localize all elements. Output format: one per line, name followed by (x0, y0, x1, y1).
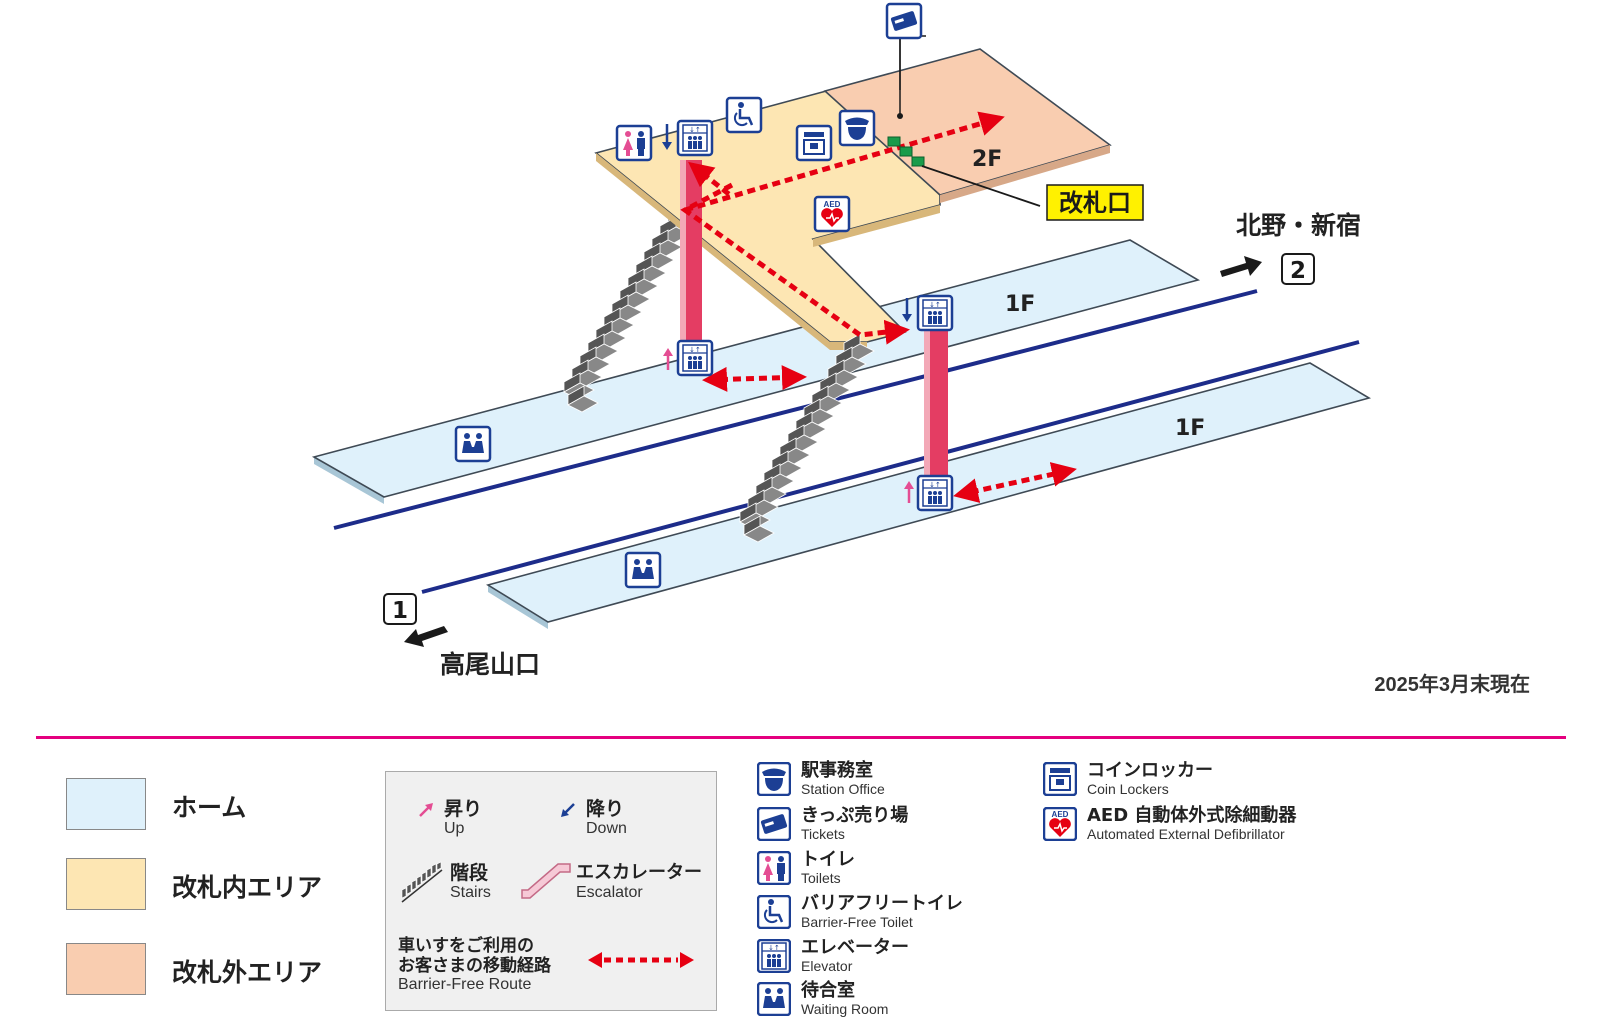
legend-elevator-jp: エレベーター (801, 937, 909, 958)
direction-down-arrow-icon (404, 626, 448, 647)
legend-escalator-en: Escalator (576, 884, 643, 901)
as-of-date: 2025年3月末現在 (1374, 674, 1530, 696)
station-office-icon (757, 762, 791, 796)
legend-stairs-en: Stairs (450, 884, 491, 901)
legend-coin-lockers-en: Coin Lockers (1087, 781, 1169, 797)
legend-toilets-en: Toilets (801, 870, 841, 886)
legend-route-en: Barrier-Free Route (398, 976, 532, 993)
svg-text:AED: AED (824, 200, 841, 209)
station-office-icon[interactable] (838, 109, 876, 147)
waiting-room-icon[interactable] (624, 551, 662, 589)
up-arrow-icon (663, 348, 673, 370)
direction-down-name: 高尾山口 (440, 650, 540, 679)
aed-icon[interactable]: AED (813, 195, 851, 233)
direction-up-arrow-icon (1220, 256, 1262, 277)
route-legend-box: 昇り Up 降り Down 階段 Stairs エスカレーター Escalato… (385, 771, 717, 1011)
legend-escalator-jp: エスカレーター (576, 862, 702, 883)
legend-waiting-room-en: Waiting Room (801, 1001, 889, 1017)
legend-elevator-en: Elevator (801, 958, 853, 974)
legend-outside-gate-swatch (66, 943, 146, 995)
legend-aed-jp: AED 自動体外式除細動器 (1087, 805, 1297, 826)
toilet-icon[interactable] (615, 124, 653, 162)
svg-text:↓↑: ↓↑ (768, 944, 780, 952)
elevator-icon[interactable]: ↓↑ (676, 119, 714, 157)
waiting-room-icon (757, 982, 791, 1016)
wheelchair-icon (757, 895, 791, 929)
legend-route-jp-line1: 車いすをご利用の (398, 936, 534, 956)
waiting-room-icon[interactable] (454, 425, 492, 463)
legend-coin-lockers-jp: コインロッカー (1087, 760, 1213, 781)
legend-inside-gate-swatch (66, 858, 146, 910)
elevator-icon[interactable]: ↓↑ (676, 339, 714, 377)
svg-text:AED: AED (1052, 810, 1069, 819)
down-arrow-icon (558, 800, 578, 825)
legend-down-en: Down (586, 820, 627, 837)
coin-locker-icon (1043, 762, 1077, 796)
legend-route-jp-line2: お客さまの移動経路 (398, 956, 551, 976)
legend-waiting-room-jp: 待合室 (801, 980, 855, 1001)
ticket-gates (887, 136, 925, 167)
floor-label-2f: 2F (972, 147, 1002, 172)
legend-tickets-jp: きっぷ売り場 (801, 805, 909, 826)
floor-label-1f-lower: 1F (1175, 416, 1205, 441)
toilet-icon (757, 851, 791, 885)
legend-barrier-free-toilet-en: Barrier-Free Toilet (801, 914, 913, 930)
ticket-gate-callout-box (1046, 184, 1144, 221)
svg-text:↓↑: ↓↑ (689, 346, 701, 354)
up-arrow-icon (904, 481, 914, 503)
barrier-free-route-icon (586, 948, 696, 977)
legend-barrier-free-toilet-jp: バリアフリートイレ (801, 893, 963, 914)
elevator-icon: ↓↑ (757, 939, 791, 973)
wheelchair-icon[interactable] (725, 96, 763, 134)
stairs-icon (400, 860, 446, 909)
direction-up-name: 北野・新宿 (1236, 211, 1361, 240)
direction-down-number: 1 (392, 598, 408, 624)
legend-up-en: Up (444, 820, 465, 837)
legend-platform-label: ホーム (172, 793, 247, 822)
legend-down-jp: 降り (586, 798, 625, 820)
svg-text:↓↑: ↓↑ (689, 126, 701, 134)
elevator-icon[interactable]: ↓↑ (916, 474, 954, 512)
ticket-icon[interactable] (885, 2, 923, 40)
barrier-free-route (680, 111, 1077, 503)
legend-tickets-en: Tickets (801, 826, 845, 842)
svg-text:↓↑: ↓↑ (929, 481, 941, 489)
coin-locker-icon[interactable] (795, 124, 833, 162)
floor-label-1f-upper: 1F (1005, 292, 1035, 317)
elevator-icon[interactable]: ↓↑ (916, 294, 954, 332)
track-line-lower (421, 340, 1360, 594)
concourse-2f (594, 48, 1112, 350)
escalator-icon (518, 860, 574, 909)
svg-text:↓↑: ↓↑ (929, 301, 941, 309)
station-map: 改札口 2F 1F 1F 北野・新宿 2 1 高尾山口 ↓↑ (311, 2, 1372, 679)
aed-icon: AED (1043, 807, 1077, 841)
ticket-gate-callout: 改札口 (1059, 189, 1131, 217)
legend-station-office-en: Station Office (801, 781, 885, 797)
legend-divider (36, 736, 1566, 739)
up-arrow-icon (416, 800, 436, 825)
legend-outside-gate-label: 改札外エリア (172, 958, 323, 987)
legend-platform-swatch (66, 778, 146, 830)
legend-up-jp: 昇り (444, 798, 483, 820)
legend-inside-gate-label: 改札内エリア (172, 873, 323, 902)
legend-aed-en: Automated External Defibrillator (1087, 826, 1285, 842)
direction-up-number: 2 (1290, 258, 1306, 284)
down-arrow-icon (662, 124, 672, 150)
ticket-icon (757, 807, 791, 841)
legend-toilets-jp: トイレ (801, 849, 855, 870)
down-arrow-icon (902, 298, 912, 322)
legend-station-office-jp: 駅事務室 (801, 760, 873, 781)
track-line-upper (333, 289, 1258, 530)
legend-stairs-jp: 階段 (450, 862, 489, 884)
